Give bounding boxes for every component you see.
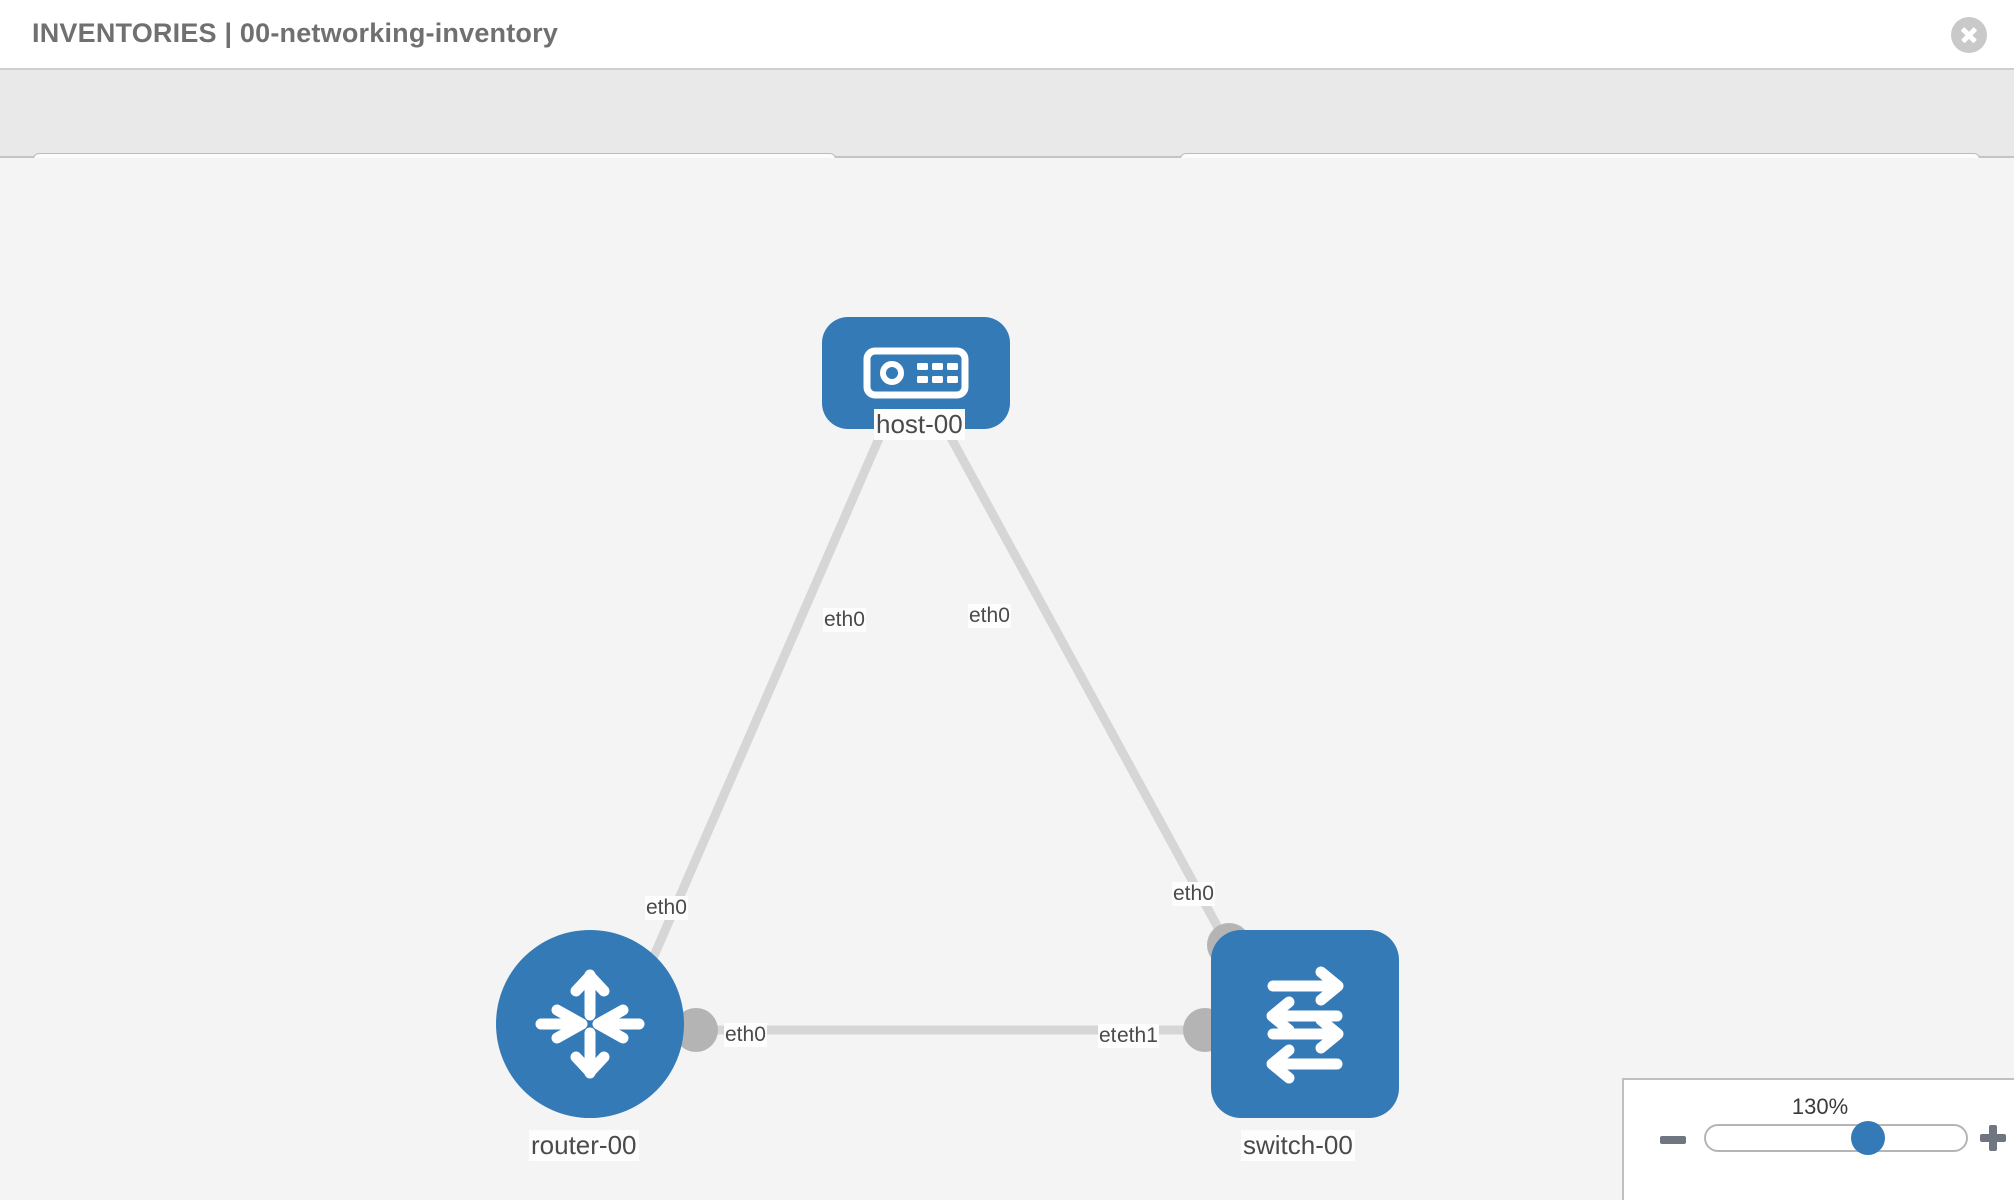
node-switch-00-label: switch-00 (1241, 1130, 1355, 1161)
slider-thumb[interactable] (1851, 1121, 1885, 1155)
zoom-slider[interactable] (1704, 1121, 1968, 1155)
node-host-00-label: host-00 (874, 409, 965, 440)
edge-label-host-right: eth0 (968, 604, 1011, 628)
switch-arrows-icon (1266, 966, 1344, 1084)
server-icon (863, 347, 969, 399)
zoom-control-panel: 130% (1622, 1078, 2014, 1200)
minus-icon[interactable] (1660, 1136, 1686, 1144)
edge-label-router-right: eth0 (724, 1023, 767, 1047)
edge-label-router-up: eth0 (645, 896, 688, 920)
topology-canvas[interactable]: host-00 router-00 (0, 158, 2014, 1200)
edge-label-switch-up: eth0 (1172, 882, 1215, 906)
page-title: INVENTORIES | 00-networking-inventory (32, 18, 559, 48)
node-router-00-shape[interactable] (496, 930, 684, 1118)
node-switch-00-shape[interactable] (1211, 930, 1399, 1118)
topology-links (635, 431, 1245, 1035)
zoom-level-label: 130% (1791, 1094, 1849, 1119)
page-header: INVENTORIES | 00-networking-inventory (0, 0, 2014, 70)
toolbar: ACTIONS SEARCH (0, 70, 2014, 209)
close-icon[interactable] (1951, 17, 1987, 53)
plus-icon[interactable] (1980, 1125, 2006, 1151)
edge-label-host-left: eth0 (823, 608, 866, 632)
edge-label-switch-left: eth1 (1116, 1024, 1159, 1048)
node-router-00-label: router-00 (529, 1130, 639, 1161)
router-arrows-icon (535, 969, 645, 1079)
